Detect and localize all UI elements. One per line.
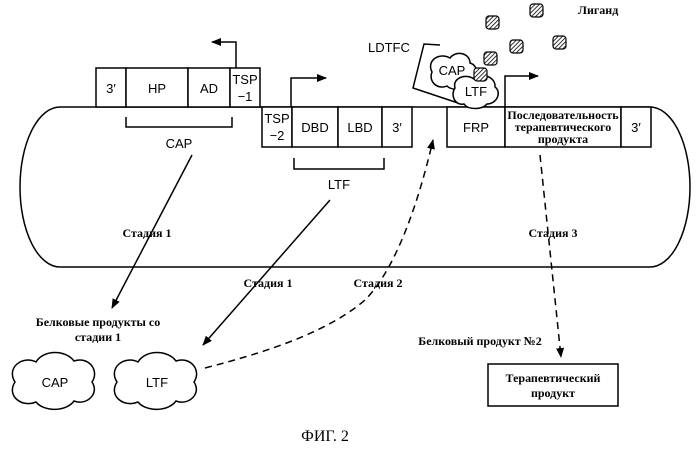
tsp2-promoter-arrow [291,78,326,107]
ltf-three-prime: 3′ [392,120,402,135]
tsp1-label-line2: −1 [238,89,253,104]
frp-promoter-arrow [505,76,538,107]
ldtfc-label: LDTFC [368,40,410,55]
ligand-icon [530,4,543,17]
tsp1-promoter-arrow [212,42,236,68]
therapeutic-product-line1: Терапевтический [506,371,601,385]
stage1-products-line1: Белковые продукты со [36,315,160,329]
stage1-right-arrow [203,200,330,345]
stage1-left-label: Стадия 1 [122,226,171,240]
ltf-cassette: TSP −2 DBD LBD 3′ LTF [262,78,412,192]
ligand-molecules: Лиганд [474,3,618,81]
ligand-label: Лиганд [578,3,618,17]
complex-ltf-label: LTF [465,84,487,99]
ligand-icon [510,40,523,53]
cloud-cap-label: CAP [42,375,69,390]
ligand-icon [486,16,499,29]
tsp2-label-line1: TSP [264,111,289,126]
ligand-icon [474,68,487,81]
ltf-bracket [294,158,384,169]
cap-cassette: 3′ HP AD TSP −1 CAP [96,42,260,151]
stage2-dashed-path [205,140,433,368]
therapeutic-product-line2: продукт [531,386,575,400]
ligand-icon [484,52,497,65]
lbd-label: LBD [347,120,372,135]
therapeutic-sequence-line3: продукта [538,132,588,146]
figure-caption: ФИГ. 2 [301,428,349,445]
cap-bracket-label: CAP [166,136,193,151]
frp-label: FRP [463,120,489,135]
dbd-label: DBD [301,120,328,135]
product2-label: Белковый продукт №2 [418,334,541,348]
stage2-label: Стадия 2 [353,276,402,290]
complex-cap-label: CAP [439,63,466,78]
stage1-products-line2: стадии 1 [75,330,121,344]
tsp2-label-line2: −2 [270,128,285,143]
hp-label: HP [148,81,166,96]
cloud-ltf-label: LTF [146,375,168,390]
ligand-icon [553,36,566,49]
cap-three-prime: 3′ [106,81,116,96]
stage1-right-label: Стадия 1 [243,276,292,290]
tsp1-label-line1: TSP [232,72,257,87]
cap-bracket [126,117,232,127]
ad-label: AD [200,81,218,96]
product-three-prime: 3′ [631,120,641,135]
ltf-bracket-label: LTF [328,177,350,192]
stage3-label: Стадия 3 [528,226,577,240]
stage3-dashed-arrow [540,155,561,357]
